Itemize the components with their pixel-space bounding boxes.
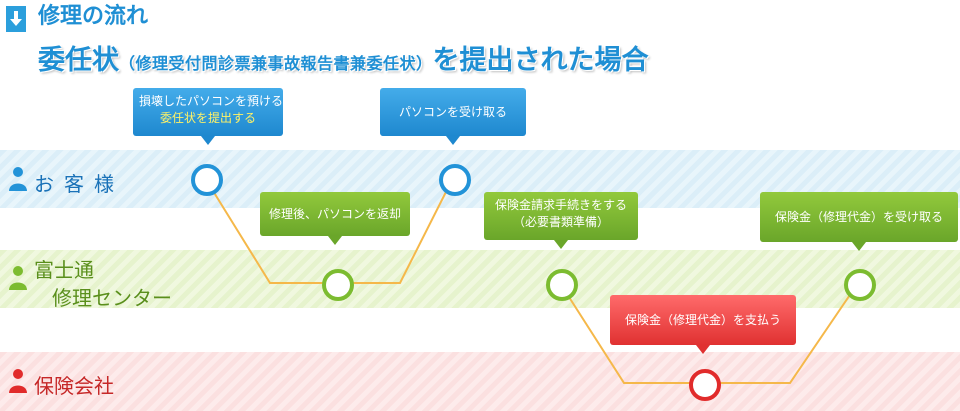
page-title: 修理の流れ (38, 4, 149, 29)
step-node-fujitsu-3 (844, 269, 876, 301)
repair-center-lane (0, 250, 960, 308)
subtitle-part-2: を提出された場合 (432, 45, 649, 76)
step-callout-deposit-pc: 損壊したパソコンを預ける 委任状を提出する (133, 88, 284, 145)
lane-label-customer: お客様 (34, 172, 124, 196)
step-callout-pay-insurance: 保険金（修理代金）を支払う (610, 295, 796, 354)
step-callout-return-pc: 修理後、パソコンを返却 (260, 192, 410, 245)
step-callout-insurance-claim: 保険金請求手続きをする （必要書類準備） (484, 192, 638, 249)
step-1-highlight: 委任状を提出する (159, 111, 256, 125)
step-node-insurer (689, 369, 721, 401)
repair-center-person-icon (9, 266, 27, 290)
subtitle-form-names: （修理受付問診票兼事故報告書兼委任状） (119, 54, 433, 73)
connector-3 (559, 282, 703, 384)
step-callout-receive-pc: パソコンを受け取る (380, 88, 526, 145)
connector-4 (703, 282, 859, 384)
step-node-customer-1 (191, 164, 223, 196)
customer-person-icon (9, 167, 27, 191)
step-node-fujitsu-2 (546, 269, 578, 301)
insurer-lane (0, 352, 960, 411)
lane-label-fujitsu: 富士通 (34, 258, 94, 282)
lane-label-insurer: 保険会社 (34, 374, 114, 398)
step-4-subtext: （必要書類準備） (512, 215, 609, 229)
connector-1 (204, 177, 336, 284)
connector-2 (336, 177, 454, 284)
lane-label-repair-center: 修理センター (52, 286, 172, 310)
down-arrow-icon (6, 6, 26, 32)
step-4-text: 保険金請求手続きをする (494, 198, 627, 212)
page-subtitle: 委任状（修理受付問診票兼事故報告書兼委任状）を提出された場合 (38, 38, 649, 77)
step-1-text: 損壊したパソコンを預ける (139, 94, 284, 108)
step-callout-receive-payment: 保険金（修理代金）を受け取る (760, 192, 958, 251)
subtitle-part-1: 委任状 (38, 45, 119, 76)
insurer-person-icon (9, 369, 27, 393)
step-node-customer-2 (439, 164, 471, 196)
step-node-fujitsu-1 (322, 269, 354, 301)
